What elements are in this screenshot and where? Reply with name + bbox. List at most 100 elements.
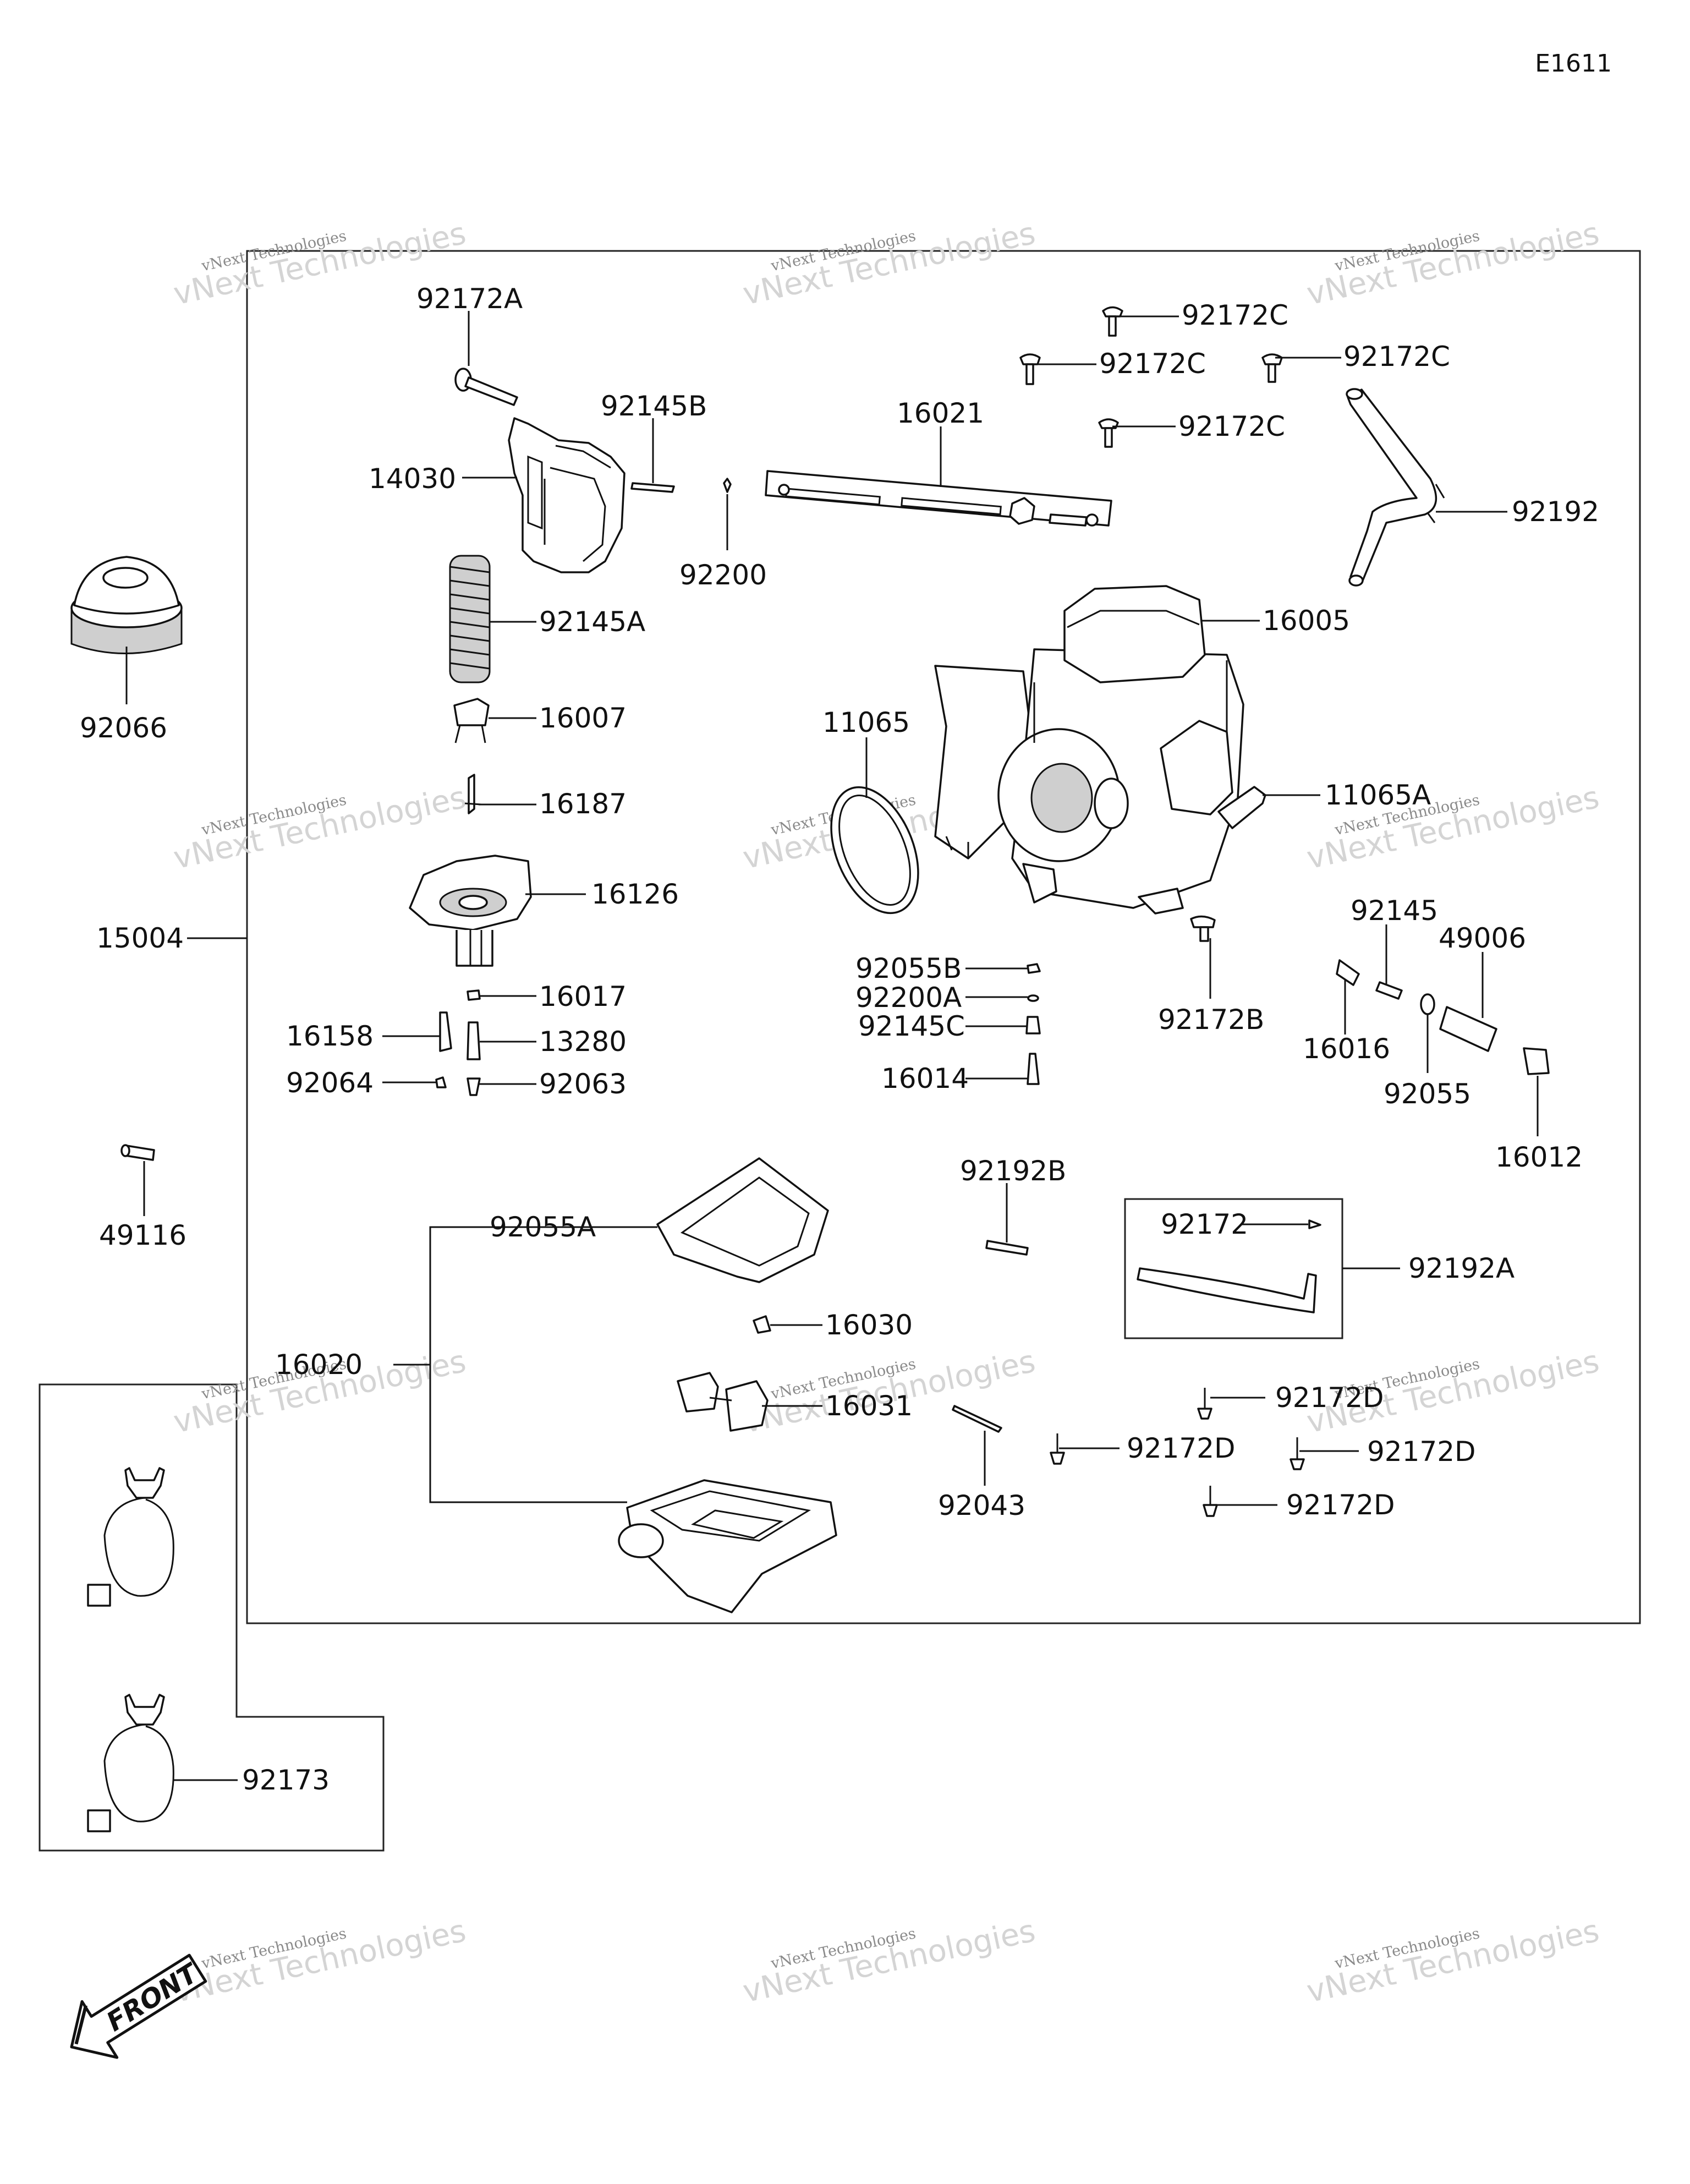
part-spring-92145A	[449, 555, 491, 683]
label-16030: 16030	[825, 1309, 913, 1341]
part-diaphragm-16126	[409, 855, 532, 967]
label-92172D-3: 92172D	[1367, 1436, 1476, 1468]
label-92055B: 92055B	[855, 953, 962, 984]
label-92172D-2: 92172D	[1127, 1432, 1236, 1464]
label-92172D-1: 92172D	[1275, 1382, 1384, 1414]
label-92172A: 92172A	[416, 283, 523, 315]
part-bowl-16020	[618, 1479, 837, 1613]
part-cap-92066	[70, 556, 183, 654]
label-92172C-2: 92172C	[1099, 348, 1206, 380]
label-92055A: 92055A	[490, 1211, 596, 1243]
part-hose-92192	[1346, 388, 1445, 587]
part-float-16031	[677, 1372, 769, 1432]
part-92063	[467, 1077, 481, 1096]
part-16016	[1336, 959, 1360, 986]
part-oring-11065	[830, 786, 919, 915]
label-92145B: 92145B	[601, 390, 707, 422]
part-13280	[467, 1021, 481, 1060]
part-16014	[1027, 1053, 1040, 1085]
label-92066: 92066	[80, 712, 167, 744]
label-92172C-4: 92172C	[1178, 410, 1285, 442]
label-92145: 92145	[1351, 895, 1438, 927]
part-screw-92172C-1	[1102, 306, 1123, 337]
label-92192B: 92192B	[960, 1155, 1066, 1187]
label-92145C: 92145C	[858, 1010, 965, 1042]
part-screw-92172D-2	[1050, 1433, 1065, 1465]
label-92200A: 92200A	[855, 982, 962, 1014]
part-screw-92172D-3	[1290, 1437, 1305, 1470]
label-92172B: 92172B	[1158, 1004, 1264, 1036]
label-16014: 16014	[881, 1063, 969, 1094]
label-15004: 15004	[96, 922, 184, 954]
label-16158: 16158	[286, 1020, 374, 1052]
label-92200: 92200	[679, 559, 767, 591]
part-16030	[753, 1315, 771, 1334]
part-screw-92172D-4	[1203, 1486, 1218, 1517]
label-16012: 16012	[1495, 1141, 1583, 1173]
part-92055	[1420, 993, 1435, 1015]
part-bracket-16021	[765, 470, 1112, 527]
label-92043: 92043	[938, 1490, 1025, 1521]
label-92192: 92192	[1512, 496, 1599, 528]
label-92172C-3: 92172C	[1343, 341, 1450, 373]
part-screw-92172C-4	[1098, 418, 1119, 448]
label-16007: 16007	[539, 702, 627, 734]
part-pin-92192B	[985, 1240, 1029, 1256]
part-screw-92172B	[1190, 915, 1216, 942]
part-cover-14030	[508, 417, 625, 573]
label-11065: 11065	[822, 707, 910, 738]
part-49006	[1439, 1006, 1497, 1052]
part-92145	[1375, 981, 1403, 1000]
label-92192A: 92192A	[1408, 1252, 1515, 1284]
part-16012	[1523, 1047, 1550, 1075]
part-92064	[435, 1076, 447, 1088]
leader-lines	[125, 311, 1539, 1781]
part-labels: 92172A 92145B 16021 92172C 92172C 92172C…	[80, 283, 1599, 1796]
part-screw-92172C-3	[1261, 353, 1283, 383]
part-92200A	[1027, 994, 1039, 1002]
label-16126: 16126	[591, 878, 679, 910]
part-92055B	[1027, 963, 1041, 974]
part-16017	[467, 989, 481, 1001]
label-92172D-4: 92172D	[1286, 1489, 1395, 1521]
label-16005: 16005	[1263, 605, 1350, 637]
main-frame	[246, 250, 1641, 1624]
label-16016: 16016	[1303, 1033, 1390, 1065]
label-92145A: 92145A	[539, 606, 645, 638]
label-49006: 49006	[1439, 922, 1526, 954]
front-arrow: FRONT	[70, 1953, 207, 2059]
part-needle-16187	[464, 774, 482, 814]
inset-frame	[39, 1383, 385, 1852]
label-16187: 16187	[539, 788, 627, 820]
part-screw-92172C-2	[1019, 353, 1041, 385]
part-49116	[120, 1144, 155, 1161]
part-92145C	[1025, 1016, 1041, 1034]
part-gasket-92055A	[656, 1157, 829, 1283]
label-16020: 16020	[275, 1349, 363, 1381]
part-92172	[1308, 1219, 1321, 1229]
part-fitting-11065A	[1217, 786, 1266, 829]
part-screw-92172A	[454, 368, 518, 406]
part-clamp-92173-2	[87, 1694, 174, 1832]
part-screw-92172D-1	[1197, 1388, 1212, 1420]
part-carburetor-16005	[934, 585, 1244, 915]
label-13280: 13280	[539, 1026, 627, 1058]
label-92063: 92063	[539, 1068, 627, 1100]
label-14030: 14030	[369, 463, 456, 495]
part-clamp-92173-1	[87, 1467, 174, 1607]
label-16017: 16017	[539, 981, 627, 1012]
label-11065A: 11065A	[1325, 779, 1431, 811]
part-pin-92043	[952, 1405, 1002, 1433]
label-16031: 16031	[825, 1390, 913, 1422]
figure-code: E1611	[1535, 50, 1612, 78]
part-16158	[439, 1011, 452, 1052]
label-92055: 92055	[1384, 1078, 1471, 1110]
label-92064: 92064	[286, 1067, 374, 1099]
part-plate-92145B	[630, 482, 675, 493]
part-hose-92192A	[1137, 1267, 1317, 1313]
part-holder-16007	[453, 698, 490, 743]
label-92172C-1: 92172C	[1182, 299, 1288, 331]
label-92173: 92173	[242, 1764, 330, 1796]
label-49116: 49116	[99, 1219, 186, 1251]
